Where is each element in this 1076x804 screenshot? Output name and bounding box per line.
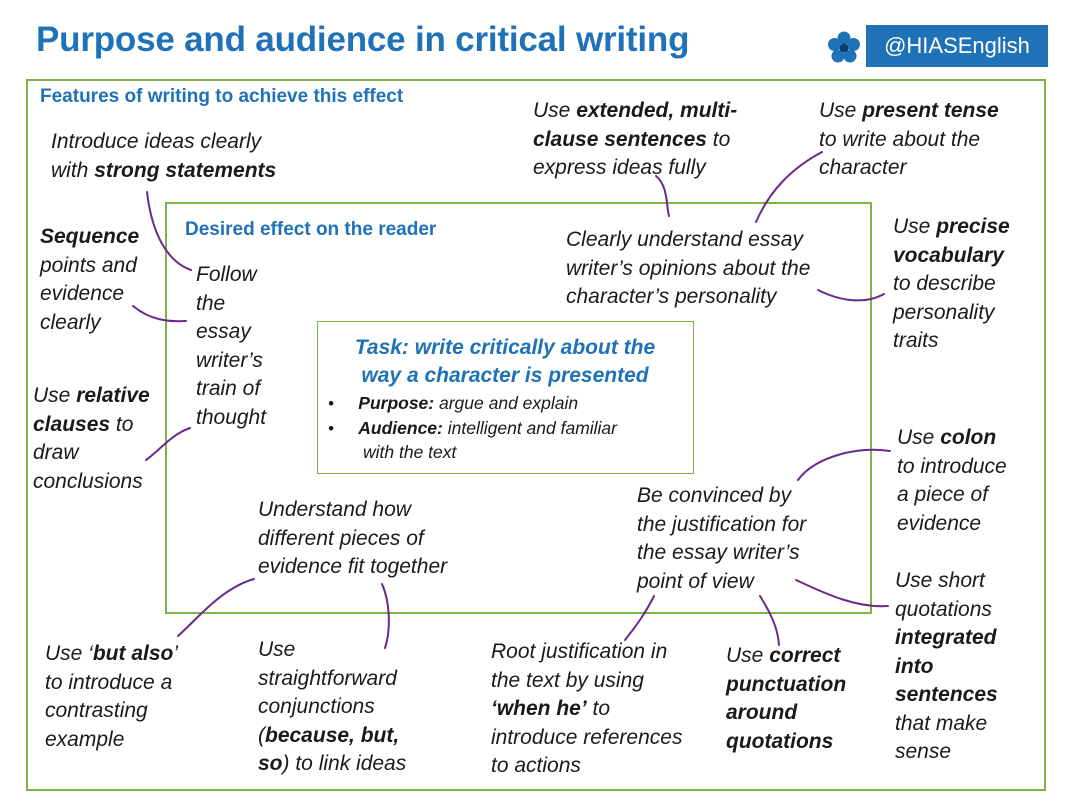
feature-but-also: Use ‘but also’ to introduce a contrastin… xyxy=(45,642,179,751)
feature-root-justification: Root justification in the text by using … xyxy=(491,640,683,777)
flower-logo-icon xyxy=(828,31,860,63)
feature-present-tense: Use present tense to write about the cha… xyxy=(819,99,999,179)
task-audience-cont: with the text xyxy=(363,442,457,462)
feature-correct-punctuation: Use correct punctuation around quotation… xyxy=(726,644,847,753)
brand-badge: @HIASEnglish xyxy=(866,25,1048,67)
feature-colon: Use colon to introduce a piece of eviden… xyxy=(897,426,1007,535)
feature-conjunctions: Use straightforward conjunctions (becaus… xyxy=(258,638,407,775)
feature-strong-statements: Introduce ideas clearly with strong stat… xyxy=(51,130,277,182)
feature-extended-sentences: Use extended, multi- clause sentences to… xyxy=(533,99,738,179)
page-title: Purpose and audience in critical writing xyxy=(36,20,690,59)
desired-effect-box xyxy=(165,202,872,614)
task-audience: • Audience: intelligent and familiar xyxy=(328,418,617,438)
feature-precise-vocabulary: Use precise vocabulary to describe perso… xyxy=(893,215,1010,352)
features-box xyxy=(26,79,1046,791)
task-purpose: • Purpose: argue and explain xyxy=(328,393,579,413)
feature-short-quotations: Use short quotations integrated into sen… xyxy=(895,569,998,763)
task-title: Task: write critically about the way a c… xyxy=(354,336,656,387)
feature-sequence-points: Sequence points and evidence clearly xyxy=(40,225,140,334)
feature-relative-clauses: Use relative clauses to draw conclusions xyxy=(33,384,150,493)
desired-effect-heading: Desired effect on the reader xyxy=(185,219,437,240)
features-heading: Features of writing to achieve this effe… xyxy=(40,86,404,107)
task-box xyxy=(317,321,694,474)
